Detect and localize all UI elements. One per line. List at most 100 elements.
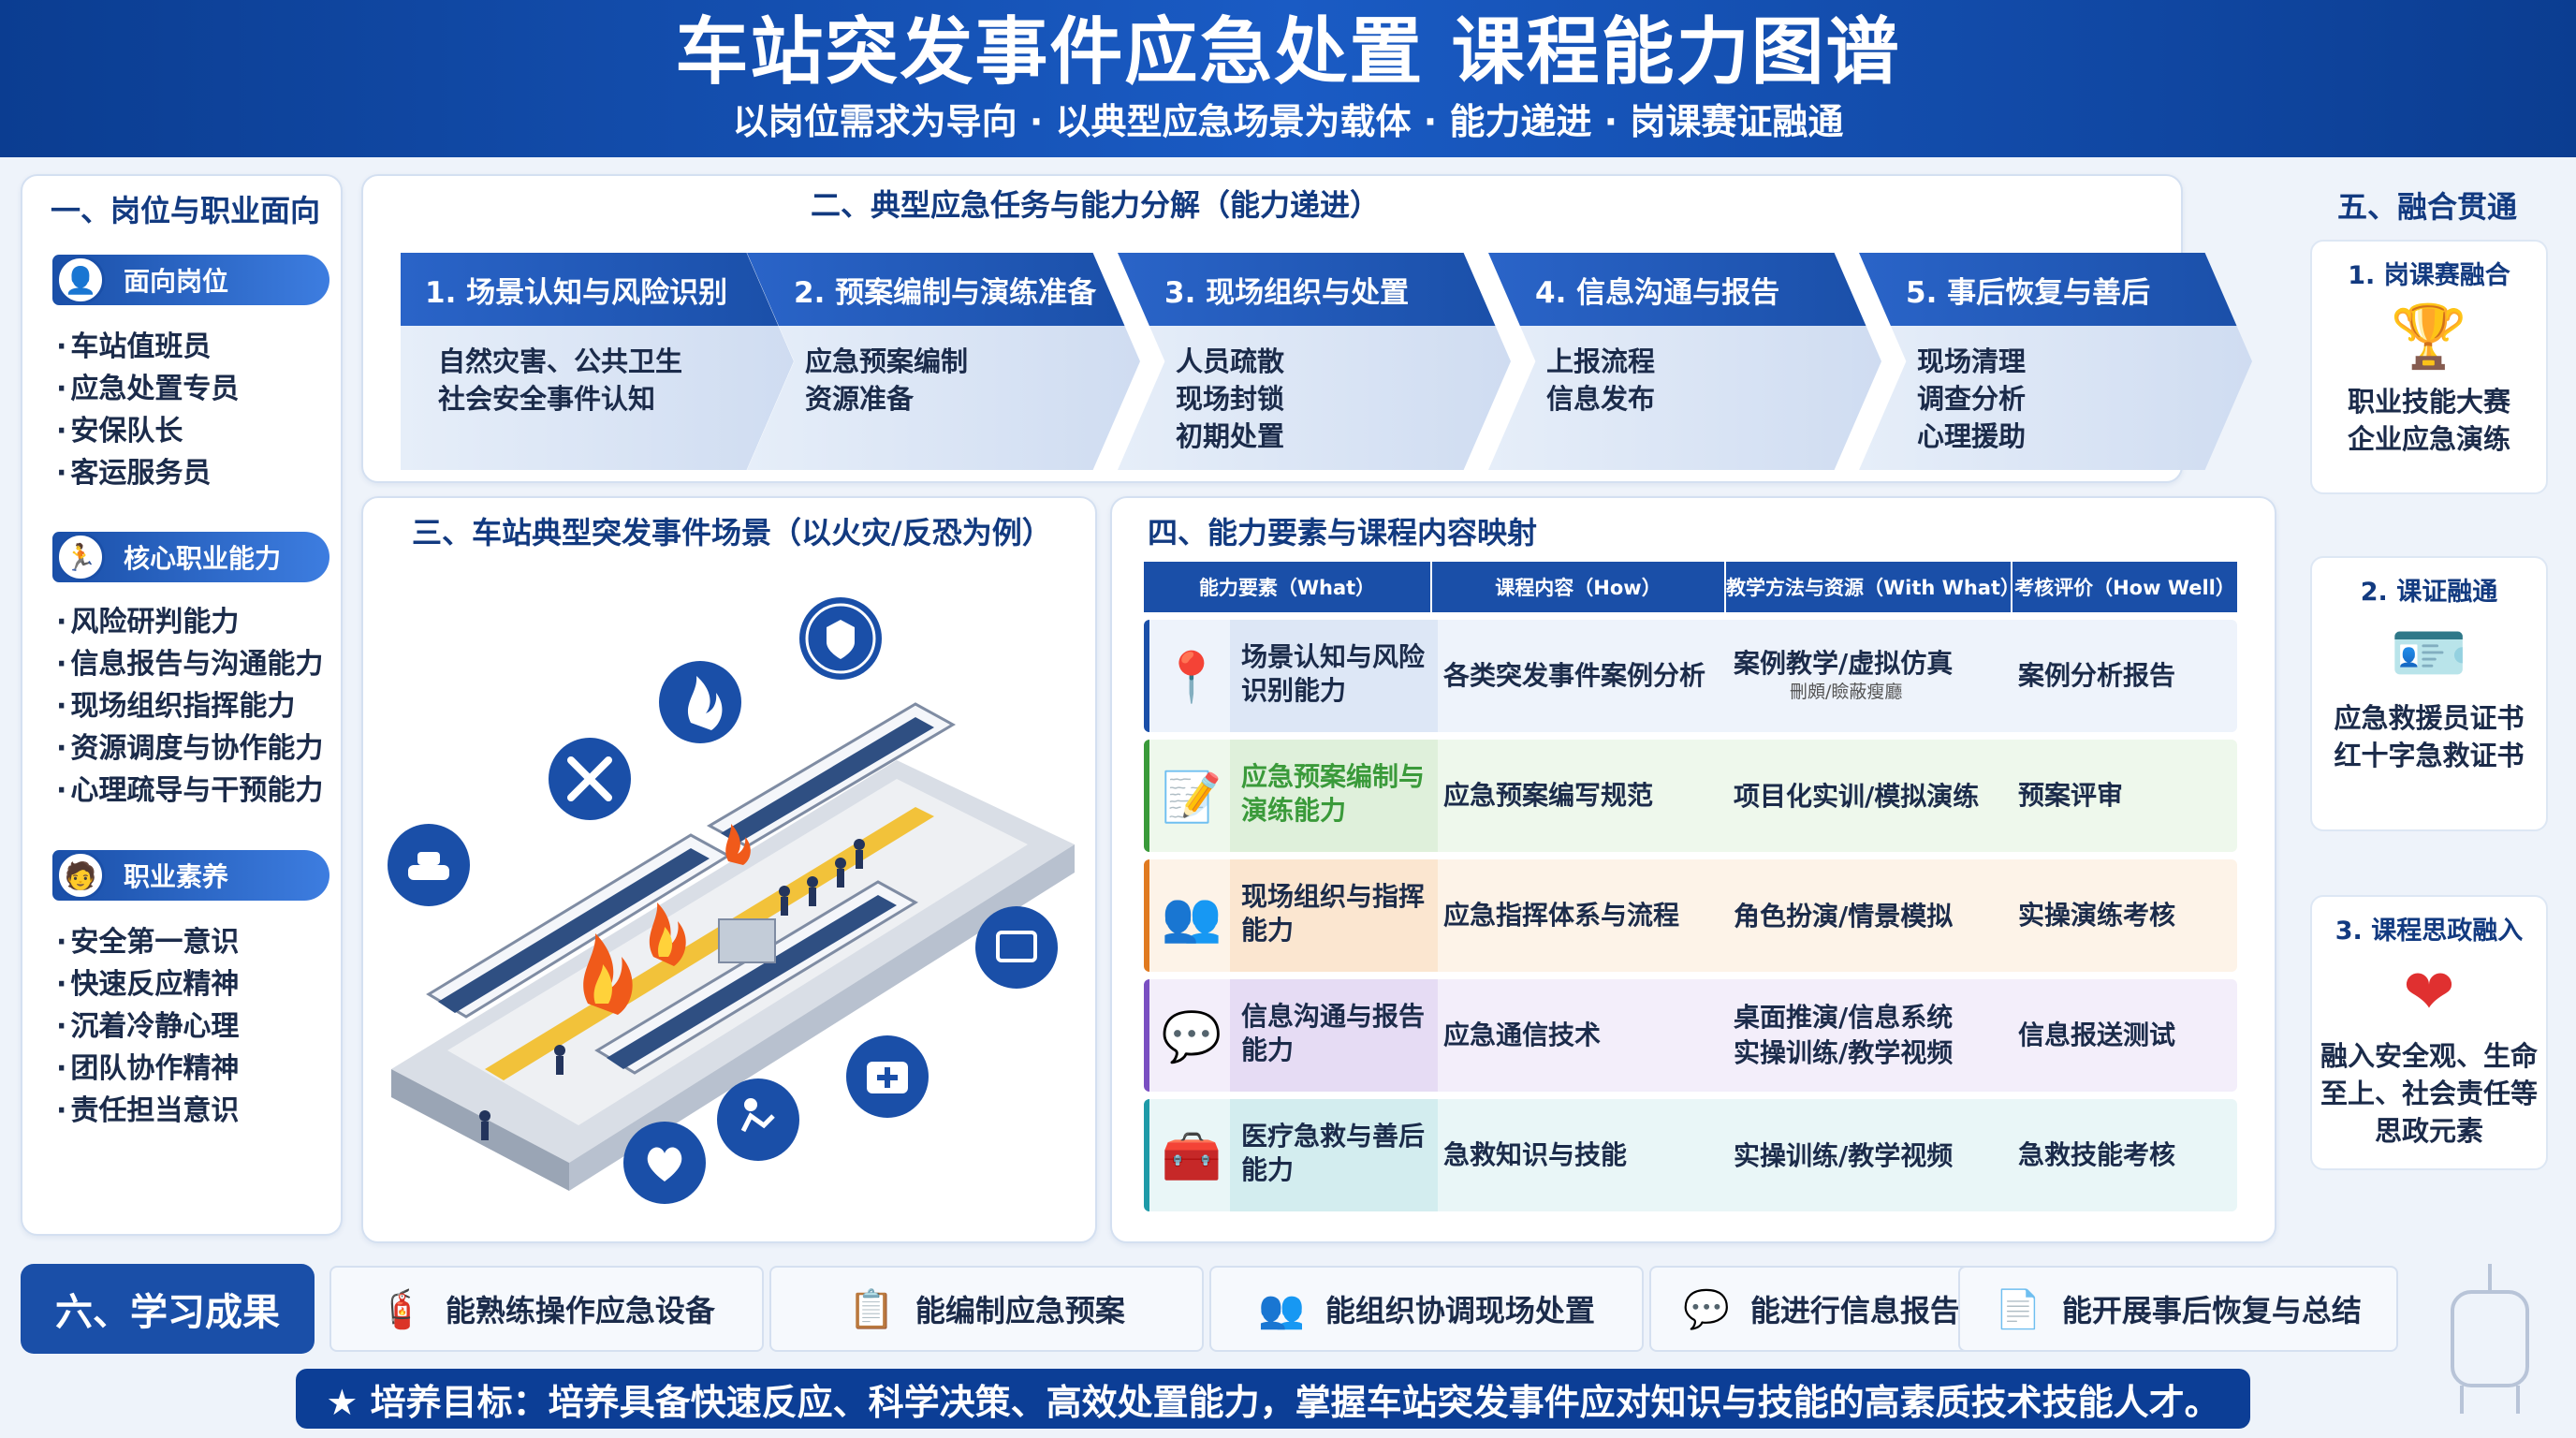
fire-extinguisher-icon: 🧯: [378, 1287, 425, 1331]
section-4-title: 四、能力要素与课程内容映射: [1148, 515, 1538, 550]
list-item: 团队协作精神: [56, 1048, 239, 1090]
control-panel-icon: [975, 906, 1058, 989]
step-item: 调查分析: [1917, 383, 2027, 415]
team-icon: 👥: [1161, 888, 1222, 946]
step-item: 应急预案编制: [805, 345, 969, 377]
police-car-icon: [388, 824, 470, 906]
list-item: 快速反应精神: [56, 963, 239, 1005]
shield-lock-icon: [799, 597, 882, 680]
step-item: 人员疏散: [1176, 345, 1285, 377]
train-window-band: [721, 717, 934, 844]
train-window-band: [438, 848, 710, 1013]
integration-card: 1. 岗课赛融合 🏆 职业技能大赛 企业应急演练: [2310, 240, 2548, 494]
list-item: 安全第一意识: [56, 921, 239, 963]
step-arrow: 4. 信息沟通与报告 上报流程 信息发布: [1488, 253, 1881, 470]
section-2-title: 二、典型应急任务与能力分解（能力递进）: [811, 187, 1381, 223]
platform-edge: [391, 1069, 569, 1191]
step-label: 5. 事后恢复与善后: [1859, 253, 2252, 326]
list-item: 车站值班员: [56, 326, 239, 368]
table-header: 课程内容（How）: [1432, 562, 1724, 612]
reactor-vessel-icon: [2451, 1264, 2529, 1414]
page-header: 车站突发事件应急处置 课程能力图谱 以岗位需求为导向 · 以典型应急场景为载体 …: [0, 0, 2576, 157]
step-item: 信息发布: [1546, 383, 1656, 415]
presenter-icon: 🧑: [56, 851, 105, 900]
group-label-qualities: 🧑 职业素养: [52, 850, 329, 901]
page-title: 车站突发事件应急处置 课程能力图谱: [675, 10, 1901, 95]
list-item: 客运服务员: [56, 452, 239, 494]
platform-yellow-line: [485, 807, 934, 1080]
table-row: 👥 现场组织与指挥能力 应急指挥体系与流程 角色扮演/情景模拟 实操演练考核: [1144, 859, 2237, 972]
table-row: 💬 信息沟通与报告能力 应急通信技术 桌面推演/信息系统 实操训练/教学视频 信…: [1144, 979, 2237, 1092]
step-arrow: 2. 预案编制与演练准备 应急预案编制 资源准备: [747, 253, 1140, 470]
integration-card: 2. 课证融通 🪪 应急救援员证书 红十字急救证书: [2310, 556, 2548, 831]
section-station-scene: 三、车站典型突发事件场景（以火灾/反恐为例）: [361, 496, 1097, 1243]
platform-shelter: [718, 918, 776, 963]
person-icon: 👤: [56, 256, 105, 304]
positions-list: 车站值班员 应急处置专员 安保队长 客运服务员: [56, 326, 239, 494]
people-figures: [479, 839, 865, 1140]
fire-icon: [649, 902, 686, 966]
chat-icon: 💬: [1683, 1287, 1730, 1331]
trophy-icon: 🏆: [2390, 301, 2468, 373]
step-item: 心理援助: [1917, 420, 2027, 452]
table-header: 教学方法与资源（With What）: [1726, 562, 2020, 612]
outcome-item: 👥 能组织协调现场处置: [1209, 1266, 1644, 1352]
clipboard-icon: 📋: [848, 1287, 895, 1331]
section-1-title: 一、岗位与职业面向: [51, 193, 321, 228]
list-item: 责任担当意识: [56, 1090, 239, 1132]
step-item: 现场清理: [1917, 345, 2027, 377]
fire-alarm-icon: [659, 661, 741, 743]
list-item: 心理疏导与干预能力: [56, 770, 323, 812]
integration-card: 3. 课程思政融入 ❤ 融入安全观、生命 至上、社会责任等 思政元素: [2310, 895, 2548, 1170]
table-header: 考核评价（How Well）: [2012, 562, 2237, 612]
train-window-band: [607, 895, 897, 1069]
section-6-title: 六、学习成果: [21, 1264, 315, 1354]
step-item: 自然灾害、公共卫生: [438, 345, 683, 377]
report-icon: 📄: [1995, 1287, 2042, 1331]
step-arrow: 3. 现场组织与处置 人员疏散 现场封锁 初期处置: [1118, 253, 1511, 470]
outcome-item: 📄 能开展事后恢复与总结: [1958, 1266, 2398, 1352]
station-scene-illustration: [388, 597, 1075, 1204]
table-header: 能力要素（What）: [1144, 562, 1430, 612]
section-ability-mapping: 四、能力要素与课程内容映射 能力要素（What） 课程内容（How） 教学方法与…: [1110, 496, 2276, 1243]
table-row: 📝 应急预案编制与演练能力 应急预案编写规范 项目化实训/模拟演练 预案评审: [1144, 740, 2237, 852]
step-arrow: 5. 事后恢复与善后 现场清理 调查分析 心理援助: [1859, 253, 2252, 470]
section-learning-outcomes: 六、学习成果 🧯 能熟练操作应急设备 📋 能编制应急预案 👥 能组织协调现场处置…: [21, 1264, 2398, 1354]
chat-bubbles-icon: 💬: [1161, 1008, 1222, 1065]
step-item: 现场封锁: [1176, 383, 1285, 415]
list-item: 安保队长: [56, 410, 239, 452]
fire-icon: [725, 824, 751, 865]
step-label: 3. 现场组织与处置: [1118, 253, 1511, 326]
page-subtitle: 以岗位需求为导向 · 以典型应急场景为载体 · 能力递进 · 岗课赛证融通: [732, 101, 1844, 142]
section-job-orientation: 一、岗位与职业面向 👤 面向岗位 车站值班员 应急处置专员 安保队长 客运服务员…: [21, 174, 343, 1236]
outcome-item: 🧯 能熟练操作应急设备: [329, 1266, 764, 1352]
step-item: 初期处置: [1176, 420, 1285, 452]
step-item: 社会安全事件认知: [438, 383, 656, 415]
list-item: 信息报告与沟通能力: [56, 643, 323, 685]
step-label: 4. 信息沟通与报告: [1488, 253, 1881, 326]
list-item: 风险研判能力: [56, 601, 323, 643]
step-item: 上报流程: [1546, 345, 1656, 377]
heart-hands-icon: ❤: [2403, 956, 2455, 1028]
table-row: 🧰 医疗急救与善后能力 急救知识与技能 实操训练/教学视频 急救技能考核: [1144, 1099, 2237, 1211]
list-item: 资源调度与协作能力: [56, 727, 323, 770]
heart-hands-icon: [623, 1122, 706, 1204]
group-label-core-abilities: 🏃 核心职业能力: [52, 532, 329, 582]
section-5-title: 五、融合贯通: [2336, 189, 2517, 225]
rescue-worker-icon: [717, 1078, 799, 1161]
first-aid-kit-icon: [846, 1035, 929, 1118]
qualities-list: 安全第一意识 快速反应精神 沉着冷静心理 团队协作精神 责任担当意识: [56, 921, 239, 1132]
fire-icon: [583, 933, 633, 1015]
group-label-positions: 👤 面向岗位: [52, 255, 329, 305]
list-item: 应急处置专员: [56, 368, 239, 410]
core-abilities-list: 风险研判能力 信息报告与沟通能力 现场组织指挥能力 资源调度与协作能力 心理疏导…: [56, 601, 323, 812]
runner-icon: 🏃: [56, 533, 105, 581]
tools-icon: [549, 738, 631, 820]
list-item: 沉着冷静心理: [56, 1005, 239, 1048]
id-card-icon: 🪪: [2390, 617, 2468, 689]
step-label: 1. 场景认知与风险识别: [401, 253, 794, 326]
document-edit-icon: 📝: [1161, 769, 1222, 826]
list-item: 现场组织指挥能力: [56, 685, 323, 727]
step-label: 2. 预案编制与演练准备: [747, 253, 1140, 326]
team-coordination-icon: 👥: [1258, 1287, 1305, 1331]
